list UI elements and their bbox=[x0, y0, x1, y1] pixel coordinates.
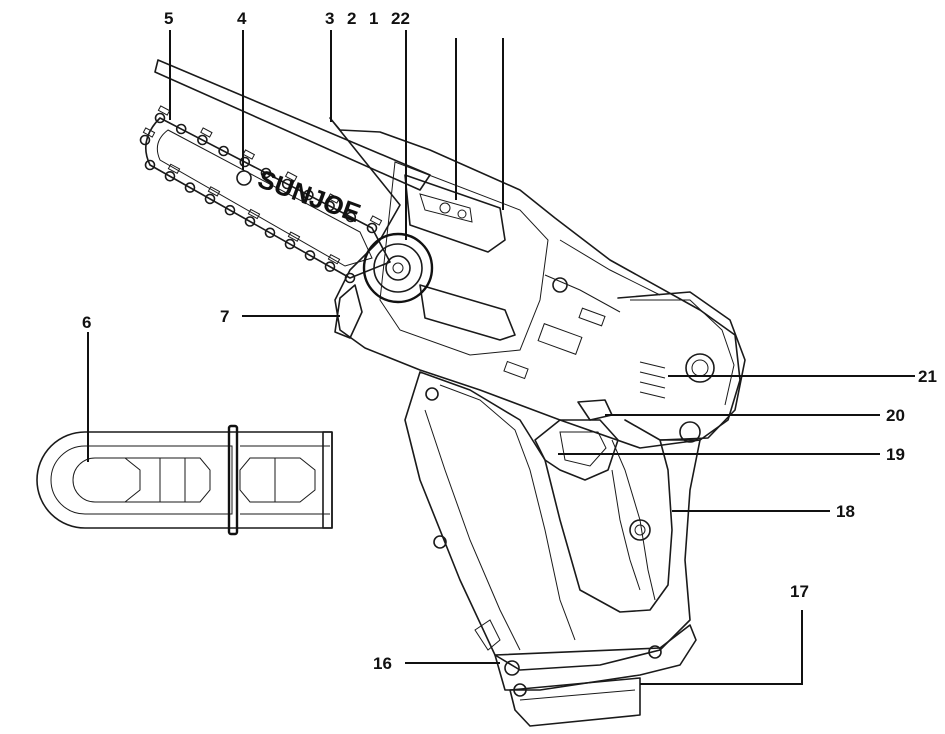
chain-link bbox=[244, 216, 256, 227]
callout-7: 7 bbox=[220, 307, 229, 326]
saw-housing bbox=[329, 117, 746, 449]
chain-link bbox=[197, 134, 208, 146]
bar-scabbard bbox=[36, 424, 333, 536]
battery-pack bbox=[474, 619, 697, 727]
callout-19: 19 bbox=[886, 445, 905, 464]
chain-link bbox=[366, 222, 378, 234]
chain-cutter bbox=[369, 215, 383, 226]
saw-chain bbox=[139, 105, 383, 284]
chain-link bbox=[239, 156, 251, 168]
chain-link bbox=[284, 238, 296, 250]
chain-cutter bbox=[207, 186, 221, 197]
chain-link bbox=[324, 200, 335, 212]
grip-handle bbox=[404, 371, 701, 671]
chain-cutter bbox=[284, 171, 298, 182]
brand-logo: SUNJOE bbox=[254, 163, 365, 228]
chain-link bbox=[184, 182, 196, 193]
callout-5: 5 bbox=[164, 9, 173, 28]
chain-cutter bbox=[327, 193, 340, 204]
guide-bar bbox=[144, 59, 431, 279]
chain-link bbox=[281, 178, 293, 190]
callout-18: 18 bbox=[836, 502, 855, 521]
chain-link bbox=[154, 112, 166, 124]
chain-link bbox=[218, 145, 229, 157]
callout-17: 17 bbox=[790, 582, 809, 601]
callout-3: 3 bbox=[325, 9, 334, 28]
chain-link bbox=[264, 227, 276, 239]
chain-link bbox=[304, 250, 316, 261]
chain-link bbox=[139, 134, 151, 146]
chain-link bbox=[324, 261, 336, 273]
chain-cutter bbox=[242, 149, 256, 160]
chain-cutter bbox=[157, 105, 171, 116]
chain-link bbox=[204, 193, 216, 205]
chain-cutter bbox=[167, 163, 181, 175]
callout-4: 4 bbox=[237, 9, 247, 28]
callout-21: 21 bbox=[918, 367, 937, 386]
chain-link bbox=[260, 167, 272, 179]
callout-2: 2 bbox=[347, 9, 356, 28]
callout-labels: 5 4 3 2 1 22 6 7 21 20 19 18 17 16 bbox=[82, 9, 937, 673]
callout-1: 1 bbox=[369, 9, 378, 28]
chain-link bbox=[175, 123, 187, 135]
chain-link bbox=[303, 189, 314, 201]
chain-cutter bbox=[327, 253, 341, 265]
callout-22: 22 bbox=[391, 9, 410, 28]
chain-link bbox=[164, 171, 176, 182]
callout-6: 6 bbox=[82, 313, 91, 332]
leader-lines bbox=[87, 30, 915, 685]
callout-20: 20 bbox=[886, 406, 905, 425]
chain-link bbox=[224, 204, 236, 216]
chain-cutter bbox=[142, 127, 156, 138]
chain-link bbox=[144, 159, 156, 171]
chain-cutter bbox=[247, 208, 261, 220]
chain-link bbox=[345, 211, 357, 223]
callout-16: 16 bbox=[373, 654, 392, 673]
chain-cutter bbox=[200, 127, 213, 138]
chain-cutter bbox=[287, 231, 301, 242]
